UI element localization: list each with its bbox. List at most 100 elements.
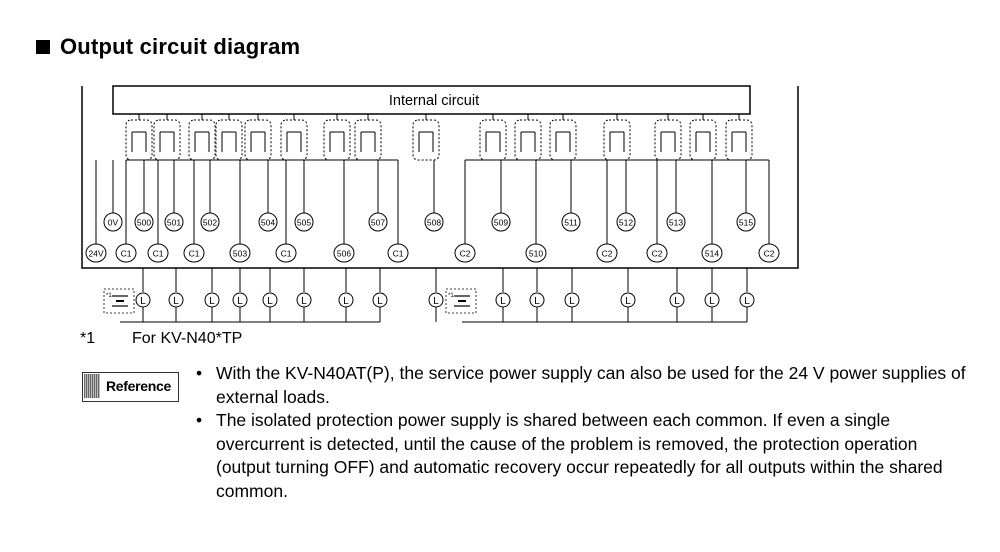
terminal-circle xyxy=(275,243,297,263)
terminal-label: 509 xyxy=(494,218,508,228)
switch-dashed-box xyxy=(188,119,216,161)
terminal-label: C2 xyxy=(602,249,613,259)
terminal-circle xyxy=(103,212,123,232)
terminal-label: 501 xyxy=(167,218,181,228)
load-label: L xyxy=(744,296,750,307)
terminal-circle xyxy=(701,243,723,263)
terminal-label: 511 xyxy=(564,218,578,228)
terminal-label: C2 xyxy=(764,249,775,259)
square-bullet-icon xyxy=(36,40,50,54)
load-label: L xyxy=(709,296,715,307)
switch-dashed-box xyxy=(153,119,181,161)
note-item: •The isolated protection power supply is… xyxy=(196,409,976,503)
reference-badge: Reference xyxy=(82,372,180,402)
transistor-symbol xyxy=(520,131,536,152)
terminal-circle xyxy=(736,212,756,232)
supply-dashed-box xyxy=(103,288,135,314)
terminal-label: C1 xyxy=(121,249,132,259)
notes-list: • With the KV-N40AT(P), the service power… xyxy=(196,362,976,503)
section-heading: Output circuit diagram xyxy=(36,34,300,60)
transistor-symbol xyxy=(329,131,345,152)
section-title: Output circuit diagram xyxy=(60,34,301,59)
footnote-text: For KV-N40*TP xyxy=(132,330,243,347)
internal-circuit-box xyxy=(112,85,751,115)
switch-dashed-box xyxy=(479,119,507,161)
terminal-label: 510 xyxy=(529,249,543,259)
transistor-symbol xyxy=(731,131,747,152)
transistor-symbol xyxy=(360,131,376,152)
load-label: L xyxy=(209,296,215,307)
transistor-switches xyxy=(125,114,753,161)
load-label: L xyxy=(343,296,349,307)
terminal-circle xyxy=(115,243,137,263)
switch-dashed-box xyxy=(689,119,717,161)
terminal-label: C1 xyxy=(393,249,404,259)
terminal-label: 504 xyxy=(261,218,275,228)
terminal-label: 0V xyxy=(108,218,119,228)
terminal-label: C2 xyxy=(652,249,663,259)
terminal-label: 502 xyxy=(203,218,217,228)
terminal-circle xyxy=(424,212,444,232)
switch-dashed-box xyxy=(603,119,631,161)
footnote-mark: *1 xyxy=(80,330,96,347)
load-label: L xyxy=(267,296,273,307)
terminal-circle xyxy=(229,243,251,263)
load-label: L xyxy=(301,296,307,307)
terminal-label: 507 xyxy=(371,218,385,228)
bullet-dot: • xyxy=(196,363,203,383)
terminal-circle xyxy=(200,212,220,232)
terminal-circle xyxy=(646,243,668,263)
terminal-label: 24V xyxy=(88,249,103,259)
terminal-label: C1 xyxy=(281,249,292,259)
switch-dashed-box xyxy=(549,119,577,161)
switch-dashed-box xyxy=(125,119,153,161)
transistor-symbol xyxy=(555,131,571,152)
transistor-symbol xyxy=(221,131,237,152)
switch-dashed-box xyxy=(244,119,272,161)
dc-supply-icon: *1 xyxy=(103,288,135,314)
terminal-label: 515 xyxy=(739,218,753,228)
transistor-symbol xyxy=(418,131,434,152)
load-label: L xyxy=(433,296,439,307)
switch-dashed-box xyxy=(323,119,351,161)
terminal-circle xyxy=(85,243,107,263)
load-label: L xyxy=(377,296,383,307)
terminal-circle xyxy=(616,212,636,232)
transistor-symbol xyxy=(250,131,266,152)
terminal-circle xyxy=(134,212,154,232)
transistor-symbol xyxy=(131,131,147,152)
transistor-symbol xyxy=(485,131,501,152)
switch-dashed-box xyxy=(354,119,382,161)
note-text: The isolated protection power supply is … xyxy=(216,410,943,501)
terminal-label: 506 xyxy=(337,249,351,259)
external-supplies: *1*1 xyxy=(103,288,477,314)
terminal-circle xyxy=(164,212,184,232)
switch-dashed-box xyxy=(725,119,753,161)
terminal-circle xyxy=(368,212,388,232)
switch-dashed-box xyxy=(654,119,682,161)
terminal-circle xyxy=(183,243,205,263)
switch-dashed-box xyxy=(280,119,308,161)
note-item: • With the KV-N40AT(P), the service power… xyxy=(196,362,976,409)
transistor-symbol xyxy=(695,131,711,152)
load-label: L xyxy=(534,296,540,307)
terminal-circle xyxy=(561,212,581,232)
module-frame xyxy=(81,86,799,269)
supply-footnote: *1 xyxy=(106,293,112,299)
note-text: With the KV-N40AT(P), the service power … xyxy=(216,363,966,407)
switch-dashed-box xyxy=(215,119,243,161)
switch-dashed-box xyxy=(514,119,542,161)
transistor-symbol xyxy=(660,131,676,152)
terminal-circle xyxy=(525,243,547,263)
load-label: L xyxy=(140,296,146,307)
load-label: L xyxy=(173,296,179,307)
terminal-label: C1 xyxy=(153,249,164,259)
load-label: L xyxy=(674,296,680,307)
terminal-circle xyxy=(294,212,314,232)
terminal-label: C1 xyxy=(189,249,200,259)
terminal-label: C2 xyxy=(460,249,471,259)
terminal-label: 505 xyxy=(297,218,311,228)
